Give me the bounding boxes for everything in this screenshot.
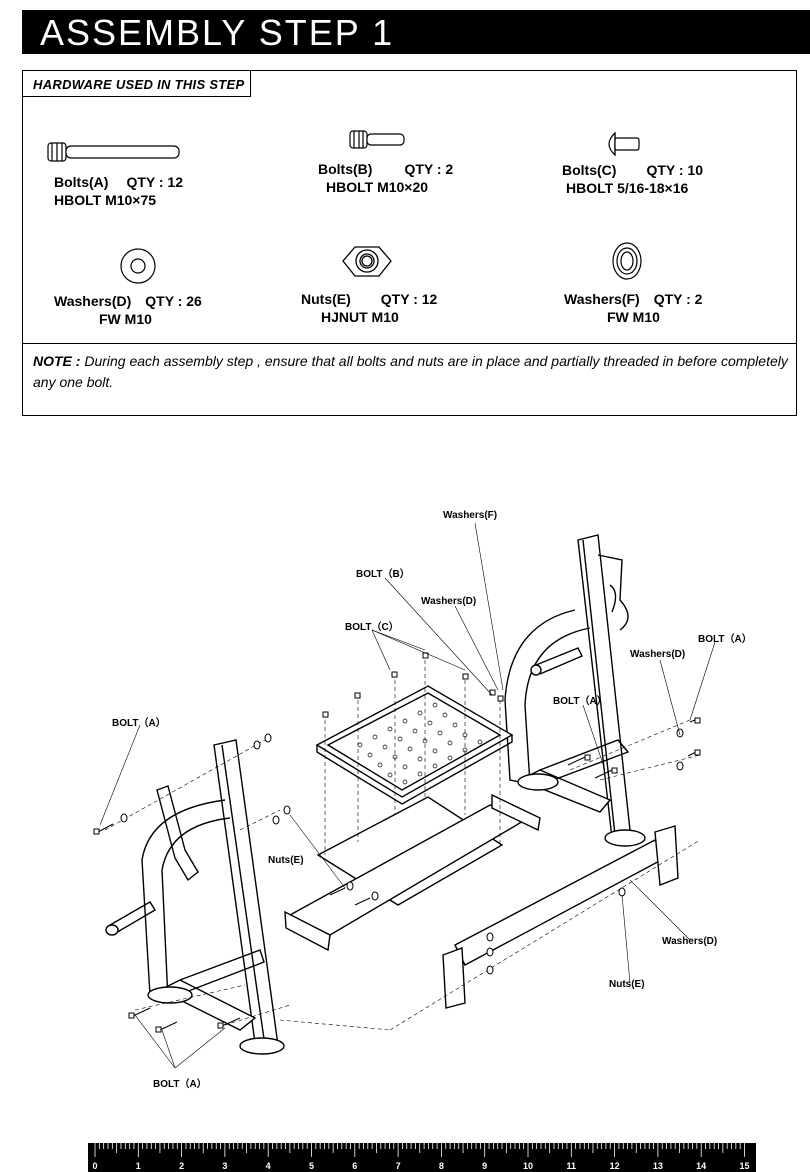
ruler-number: 14 xyxy=(696,1161,707,1171)
hardware-spec: HBOLT 5/16-18×16 xyxy=(566,180,689,196)
bolt-a-icon xyxy=(47,142,180,162)
hardware-qty: QTY : 26 xyxy=(145,293,202,309)
hardware-item-bolts-a: Bolts(A) QTY : 12 HBOLT M10×75 xyxy=(54,173,183,209)
bolt-b-icon xyxy=(349,130,405,149)
label-washers-d-bottom: Washers(D) xyxy=(662,936,718,947)
ruler-number: 7 xyxy=(395,1161,401,1171)
ruler-number: 6 xyxy=(352,1161,358,1171)
ruler-number: 3 xyxy=(222,1161,228,1171)
label-bolt-c: BOLT（C） xyxy=(345,622,399,633)
nut-e-icon xyxy=(342,246,392,277)
ruler-number: 4 xyxy=(265,1161,271,1171)
hardware-name: Bolts(C) xyxy=(562,162,617,178)
hardware-qty: QTY : 12 xyxy=(126,174,183,190)
hardware-icons xyxy=(47,130,642,284)
hardware-name: Washers(D) xyxy=(54,293,132,309)
ruler-number: 12 xyxy=(609,1161,620,1171)
step-title: ASSEMBLY STEP 1 xyxy=(40,12,395,53)
hardware-qty: QTY : 2 xyxy=(404,161,454,177)
ruler-number: 13 xyxy=(652,1161,663,1171)
note-label: NOTE : xyxy=(33,353,81,369)
hardware-spec: FW M10 xyxy=(99,311,152,327)
hardware-qty: QTY : 2 xyxy=(653,291,703,307)
ruler-number: 2 xyxy=(179,1161,185,1171)
ruler-number: 8 xyxy=(438,1161,444,1171)
label-washers-f: Washers(F) xyxy=(443,510,498,521)
ruler-number: 11 xyxy=(566,1161,577,1171)
hardware-name: Bolts(B) xyxy=(318,161,373,177)
label-bolt-a-mid: BOLT（A） xyxy=(553,696,607,707)
assembly-diagram xyxy=(93,522,716,1069)
hardware-item-bolts-b: Bolts(B) QTY : 2 HBOLT M10×20 xyxy=(318,160,453,196)
label-nuts-e-left: Nuts(E) xyxy=(268,855,304,866)
hardware-item-nuts-e: Nuts(E) QTY : 12 HJNUT M10 xyxy=(301,290,437,326)
label-washers-d-top: Washers(D) xyxy=(421,596,477,607)
left-upright-frame xyxy=(105,739,285,1055)
washer-f-icon xyxy=(612,242,642,280)
assembly-note: NOTE : During each assembly step , ensur… xyxy=(33,351,788,393)
hardware-name: Nuts(E) xyxy=(301,291,351,307)
hardware-name: Bolts(A) xyxy=(54,174,109,190)
front-cross-member xyxy=(442,825,679,1009)
ruler-number: 15 xyxy=(739,1161,750,1171)
washer-d-icon xyxy=(120,248,156,284)
right-upright-frame xyxy=(504,534,646,847)
label-nuts-e-bottom: Nuts(E) xyxy=(609,979,645,990)
hardware-qty: QTY : 10 xyxy=(646,162,703,178)
plate-perforations xyxy=(357,702,483,785)
bolt-c-icon xyxy=(608,131,640,157)
hardware-qty: QTY : 12 xyxy=(380,291,438,307)
note-divider xyxy=(23,343,796,344)
ruler-number: 1 xyxy=(135,1161,141,1171)
label-leaders xyxy=(99,522,716,1069)
ruler-number: 10 xyxy=(522,1161,534,1171)
note-text: During each assembly step , ensure that … xyxy=(33,353,788,390)
hardware-spec: HBOLT M10×20 xyxy=(326,179,429,195)
hardware-panel: HARDWARE USED IN THIS STEP xyxy=(22,70,797,416)
ruler-ticks xyxy=(94,1143,745,1157)
label-bolt-b: BOLT（B） xyxy=(356,569,410,580)
assembly-guides xyxy=(104,660,701,1031)
fastener-parts xyxy=(93,652,701,1033)
hardware-item-washers-f: Washers(F) QTY : 2 FW M10 xyxy=(564,290,702,326)
ruler-number: 9 xyxy=(482,1161,488,1171)
hardware-spec: HJNUT M10 xyxy=(321,309,399,325)
ruler-number: 5 xyxy=(308,1161,315,1171)
hardware-item-bolts-c: Bolts(C) QTY : 10 HBOLT 5/16-18×16 xyxy=(562,161,703,197)
foot-plate xyxy=(315,685,514,805)
hardware-spec: HBOLT M10×75 xyxy=(54,192,157,208)
middle-cross-member xyxy=(284,793,541,952)
hardware-spec: FW M10 xyxy=(607,309,660,325)
label-bolt-a-right: BOLT（A） xyxy=(698,634,752,645)
hardware-item-washers-d: Washers(D) QTY : 26 FW M10 xyxy=(54,292,202,328)
label-washers-d-right: Washers(D) xyxy=(630,649,686,660)
label-bolt-a-bottom: BOLT（A） xyxy=(153,1079,207,1090)
step-title-bar: ASSEMBLY STEP 1 xyxy=(22,10,810,54)
hardware-heading: HARDWARE USED IN THIS STEP xyxy=(23,71,252,97)
label-bolt-a-left: BOLT（A） xyxy=(112,718,166,729)
hardware-name: Washers(F) xyxy=(564,291,640,307)
ruler-number: 0 xyxy=(92,1161,98,1171)
